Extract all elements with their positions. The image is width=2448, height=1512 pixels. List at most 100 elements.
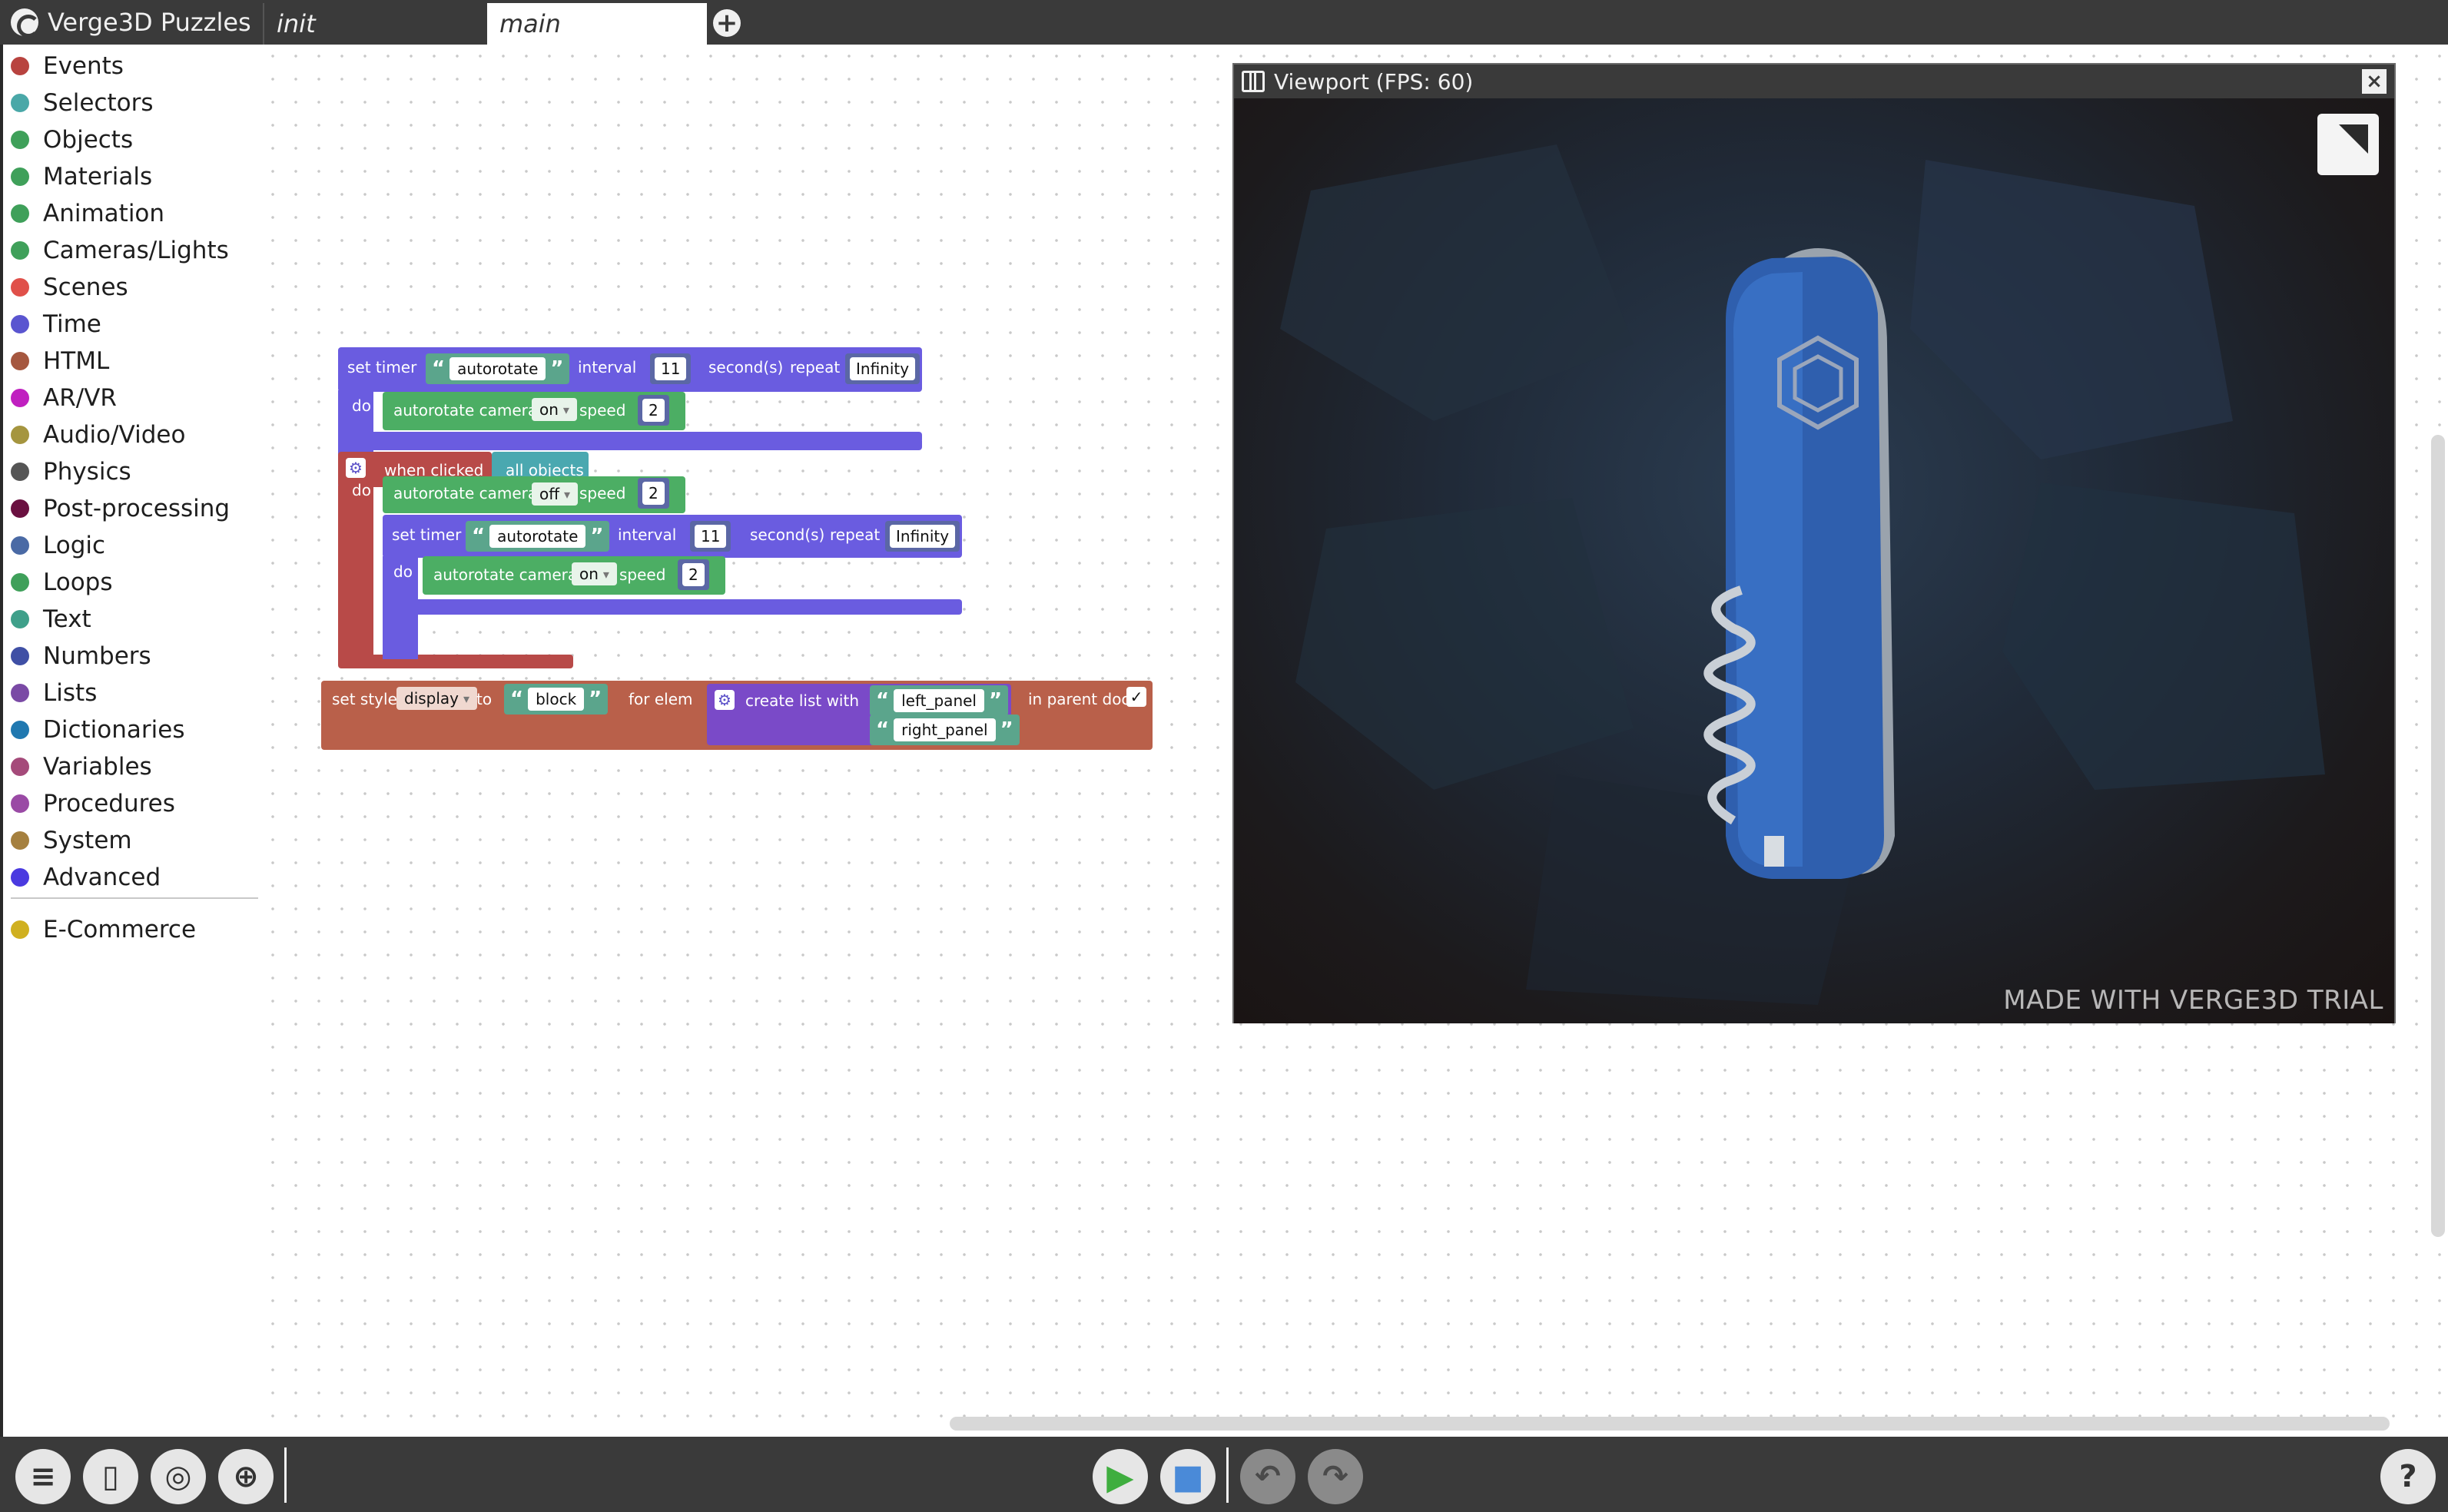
sidebar-toggle-button[interactable]: ▯ [83, 1449, 138, 1504]
interval-value[interactable]: 11 [695, 525, 727, 548]
timer-name-value[interactable]: autorotate [449, 357, 546, 380]
timer-name-string[interactable]: “autorotate” [466, 521, 610, 552]
category-ar-vr[interactable]: AR/VR [11, 381, 117, 415]
seconds-label: second(s) [708, 358, 784, 376]
interval-number[interactable]: 11 [650, 353, 692, 384]
category-dot-icon [11, 426, 29, 444]
play-button[interactable]: ▶ [1093, 1449, 1148, 1504]
tab-main[interactable]: main [487, 3, 707, 45]
category-physics[interactable]: Physics [11, 455, 131, 489]
viewport-layout-icon[interactable] [1242, 71, 1265, 92]
repeat-number[interactable]: Infinity [885, 521, 960, 552]
category-dictionaries[interactable]: Dictionaries [11, 713, 185, 747]
bottom-toolbar: ≡ ▯ ◎ ⊕ ▶ ■ ↶ ↷ ? [0, 1437, 2448, 1512]
category-scenes[interactable]: Scenes [11, 270, 128, 304]
repeat-number[interactable]: Infinity [845, 353, 920, 384]
category-text[interactable]: Text [11, 602, 91, 636]
list-item-string[interactable]: “right_panel” [870, 715, 1020, 745]
category-variables[interactable]: Variables [11, 750, 152, 784]
category-dot-icon [11, 868, 29, 887]
close-icon[interactable]: × [2362, 69, 2387, 94]
speed-value[interactable]: 2 [682, 563, 705, 586]
top-bar: Verge3D Puzzles init main + [0, 0, 2448, 45]
viewport-window[interactable]: Viewport (FPS: 60) × [1232, 63, 2396, 1023]
app-title[interactable]: Verge3D Puzzles [0, 0, 261, 45]
category-advanced[interactable]: Advanced [11, 860, 161, 894]
file-menu-button[interactable]: ≡ [15, 1449, 71, 1504]
interval-label: interval [578, 358, 637, 376]
viewport-titlebar[interactable]: Viewport (FPS: 60) × [1234, 65, 2394, 98]
vertical-scrollbar[interactable] [2431, 435, 2445, 1237]
speed-number[interactable]: 2 [638, 478, 669, 509]
category-system[interactable]: System [11, 824, 132, 857]
focus-target-button[interactable]: ⊕ [218, 1449, 274, 1504]
screenshot-button[interactable]: ◎ [151, 1449, 206, 1504]
speed-value[interactable]: 2 [642, 399, 665, 422]
toolbar-divider [284, 1447, 287, 1503]
file-menu-icon: ≡ [30, 1459, 56, 1494]
category-audio-video[interactable]: Audio/Video [11, 418, 185, 452]
category-loops[interactable]: Loops [11, 565, 113, 599]
mutator-gear-icon[interactable]: ⚙ [715, 690, 735, 710]
viewport-canvas[interactable]: MADE WITH VERGE3D TRIAL [1234, 98, 2394, 1023]
category-dot-icon [11, 94, 29, 112]
category-label: Text [43, 605, 91, 633]
save-button[interactable]: ■ [1160, 1449, 1216, 1504]
category-events[interactable]: Events [11, 49, 124, 83]
category-time[interactable]: Time [11, 307, 101, 341]
category-post-processing[interactable]: Post-processing [11, 492, 230, 526]
category-label: System [43, 827, 132, 854]
category-procedures[interactable]: Procedures [11, 787, 175, 821]
category-html[interactable]: HTML [11, 344, 109, 378]
list-item-string[interactable]: “left_panel” [870, 685, 1009, 716]
category-materials[interactable]: Materials [11, 160, 152, 194]
speed-value[interactable]: 2 [642, 482, 665, 505]
category-e-commerce[interactable]: E-Commerce [11, 913, 196, 947]
parent-doc-checkbox[interactable]: ✓ [1126, 687, 1146, 707]
when-clicked-do-arm [338, 486, 373, 667]
mutator-gear-icon[interactable]: ⚙ [346, 458, 366, 478]
list-item-value[interactable]: left_panel [894, 689, 984, 712]
style-property-dropdown[interactable]: display [396, 687, 478, 710]
category-label: Lists [43, 679, 98, 707]
add-tab-icon[interactable]: + [713, 9, 741, 37]
category-cameras-lights[interactable]: Cameras/Lights [11, 234, 229, 267]
category-label: AR/VR [43, 384, 117, 412]
timer-name-value[interactable]: autorotate [489, 525, 586, 548]
category-dot-icon [11, 241, 29, 260]
category-dot-icon [11, 389, 29, 407]
undo-icon: ↶ [1255, 1459, 1281, 1494]
category-dot-icon [11, 920, 29, 939]
style-value[interactable]: block [528, 688, 585, 711]
category-selectors[interactable]: Selectors [11, 86, 154, 120]
category-divider [11, 897, 258, 899]
interval-value[interactable]: 11 [655, 357, 687, 380]
repeat-value[interactable]: Infinity [890, 525, 956, 548]
category-logic[interactable]: Logic [11, 529, 105, 562]
category-objects[interactable]: Objects [11, 123, 133, 157]
redo-button[interactable]: ↷ [1308, 1449, 1363, 1504]
viewport-title: Viewport (FPS: 60) [1274, 68, 1474, 94]
category-dot-icon [11, 794, 29, 813]
list-item-value[interactable]: right_panel [894, 718, 996, 741]
tab-init[interactable]: init [263, 3, 483, 45]
horizontal-scrollbar[interactable] [950, 1417, 2390, 1431]
speed-number[interactable]: 2 [638, 395, 669, 426]
undo-button[interactable]: ↶ [1240, 1449, 1295, 1504]
speed-number[interactable]: 2 [678, 559, 709, 590]
category-label: Loops [43, 569, 113, 596]
repeat-value[interactable]: Infinity [850, 357, 916, 380]
category-dot-icon [11, 463, 29, 481]
help-button[interactable]: ? [2380, 1449, 2436, 1504]
autorotate-state-dropdown[interactable]: on [572, 562, 617, 585]
fullscreen-icon[interactable] [2317, 114, 2379, 175]
interval-number[interactable]: 11 [690, 521, 731, 552]
category-lists[interactable]: Lists [11, 676, 97, 710]
category-numbers[interactable]: Numbers [11, 639, 151, 673]
style-value-string[interactable]: “block” [504, 684, 609, 715]
autorotate-state-dropdown[interactable]: off [532, 482, 579, 506]
timer-name-string[interactable]: “autorotate” [426, 353, 570, 384]
category-animation[interactable]: Animation [11, 197, 164, 230]
autorotate-state-dropdown[interactable]: on [532, 398, 577, 421]
